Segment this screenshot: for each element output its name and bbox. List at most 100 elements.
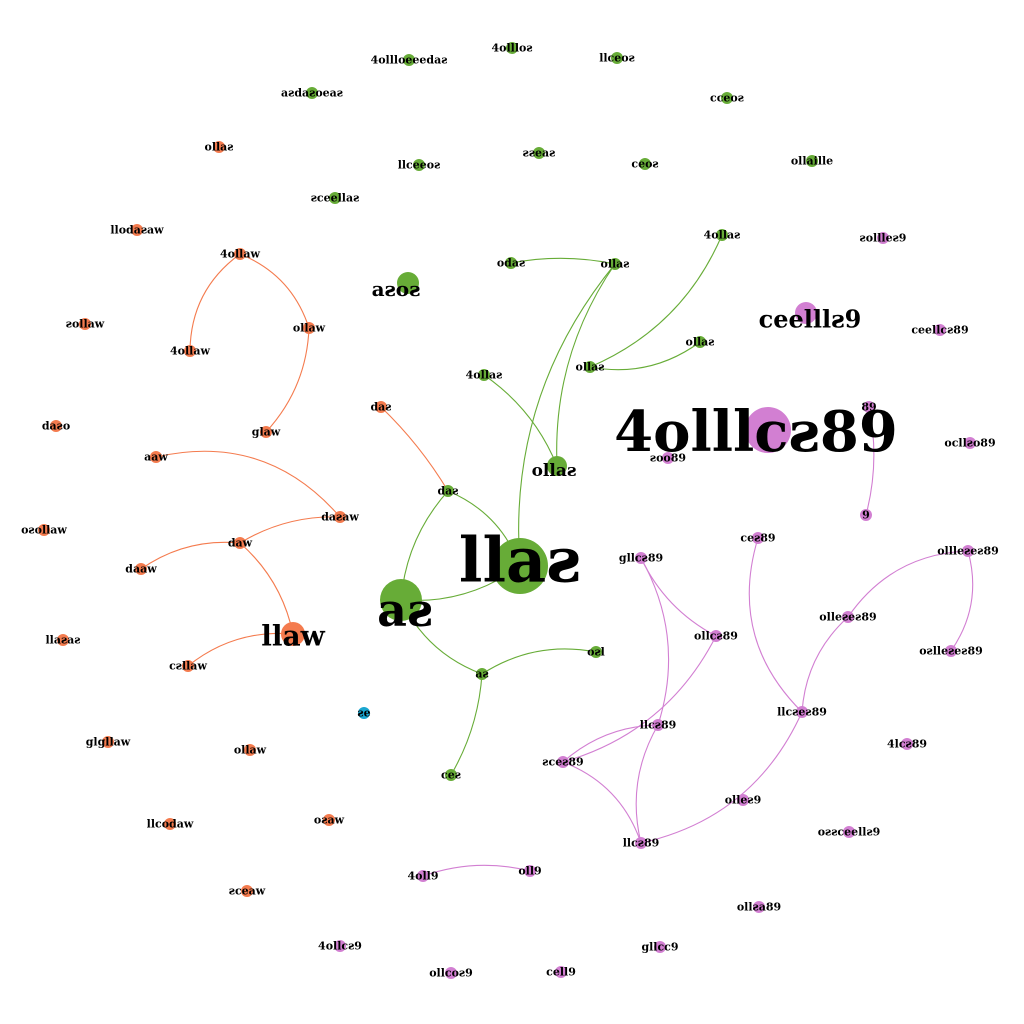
node-label-n32: ocllƨo89 [944,437,995,450]
node-n67[interactable] [635,837,647,849]
node-n69[interactable] [524,865,536,877]
node-n42[interactable] [635,552,647,564]
node-n59[interactable] [102,736,114,748]
node-n39[interactable] [38,524,50,536]
node-n26[interactable] [478,369,490,381]
node-n46[interactable] [380,579,422,621]
node-n2[interactable] [506,42,518,54]
node-n16[interactable] [716,229,728,241]
node-label-n64: llcodaw [147,818,194,831]
node-label-n3: llceoƨ [599,52,635,65]
node-n32[interactable] [964,437,976,449]
node-n58[interactable] [557,756,569,768]
edge-n54-n53 [481,648,597,675]
node-n44[interactable] [962,545,974,557]
node-n49[interactable] [57,634,69,646]
node-n18[interactable] [397,272,419,294]
node-n64[interactable] [164,818,176,830]
node-n75[interactable] [555,966,567,978]
node-label-n72: 4ollcƨ9 [318,940,362,953]
node-n47[interactable] [842,611,854,623]
node-label-n24: ceelllƨ9 [759,305,862,334]
node-n40[interactable] [234,537,246,549]
node-n63[interactable] [737,794,749,806]
edge-n13-n20 [239,253,310,329]
node-n23[interactable] [584,361,596,373]
node-n24[interactable] [795,302,817,324]
node-n38[interactable] [860,509,872,521]
node-n73[interactable] [654,941,666,953]
node-n61[interactable] [901,738,913,750]
node-n74[interactable] [445,967,457,979]
node-n60[interactable] [244,744,256,756]
node-n8[interactable] [533,147,545,159]
node-n5[interactable] [721,92,733,104]
node-label-n10: ollaille [791,155,833,168]
node-n4[interactable] [306,87,318,99]
node-label-n40: daw [228,537,253,550]
node-label-n73: gllcc9 [641,941,678,954]
node-label-n29: glaw [252,426,281,439]
node-n57[interactable] [652,719,664,731]
node-n27[interactable] [50,420,62,432]
node-label-n65: oƨaw [314,814,345,827]
edge-n23-n16 [589,234,723,368]
node-n55[interactable] [358,707,370,719]
node-n56[interactable] [796,706,808,718]
node-label-n49: llaƨaƨ [46,634,81,647]
node-n20[interactable] [303,322,315,334]
node-n65[interactable] [323,814,335,826]
node-n31[interactable] [863,401,875,413]
node-n19[interactable] [79,318,91,330]
node-n72[interactable] [334,940,346,952]
node-n35[interactable] [547,456,567,476]
node-n41[interactable] [492,538,548,594]
node-n7[interactable] [413,159,425,171]
node-n34[interactable] [662,452,674,464]
node-n52[interactable] [182,660,194,672]
node-n54[interactable] [476,668,488,680]
node-label-n21: 4ollaw [170,345,210,358]
node-n50[interactable] [710,630,722,642]
edge-n58-n67 [562,761,642,844]
node-n6[interactable] [213,141,225,153]
node-n45[interactable] [135,563,147,575]
node-n12[interactable] [131,224,143,236]
node-n11[interactable] [329,192,341,204]
node-label-n17: ƨollleƨ9 [860,232,907,245]
edge-n44-n51 [950,550,974,652]
node-n22[interactable] [694,336,706,348]
node-n9[interactable] [639,158,651,170]
edge-n57-n58 [562,724,659,763]
node-n71[interactable] [753,901,765,913]
node-n48[interactable] [281,622,305,646]
node-label-n59: glgllaw [86,736,131,749]
node-n15[interactable] [609,258,621,270]
node-n10[interactable] [806,155,818,167]
node-n29[interactable] [260,426,272,438]
node-n28[interactable] [375,401,387,413]
node-n68[interactable] [417,870,429,882]
node-label-n15: ollaƨ [600,258,629,271]
node-n43[interactable] [752,532,764,544]
node-label-n41: llaƨ [459,524,581,597]
node-n21[interactable] [184,345,196,357]
node-n25[interactable] [934,324,946,336]
edge-n33-n37 [155,450,341,518]
node-n53[interactable] [590,646,602,658]
node-n1[interactable] [403,54,415,66]
node-n14[interactable] [505,257,517,269]
node-n37[interactable] [334,511,346,523]
node-n62[interactable] [445,769,457,781]
node-n3[interactable] [611,52,623,64]
node-n70[interactable] [241,885,253,897]
node-n17[interactable] [877,232,889,244]
node-n51[interactable] [945,645,957,657]
edge-n48-n52 [187,632,294,667]
node-n13[interactable] [234,248,246,260]
node-n36[interactable] [442,485,454,497]
edge-n23-n22 [589,341,701,371]
node-n66[interactable] [843,826,855,838]
node-n30[interactable] [745,407,791,453]
node-n33[interactable] [150,451,162,463]
